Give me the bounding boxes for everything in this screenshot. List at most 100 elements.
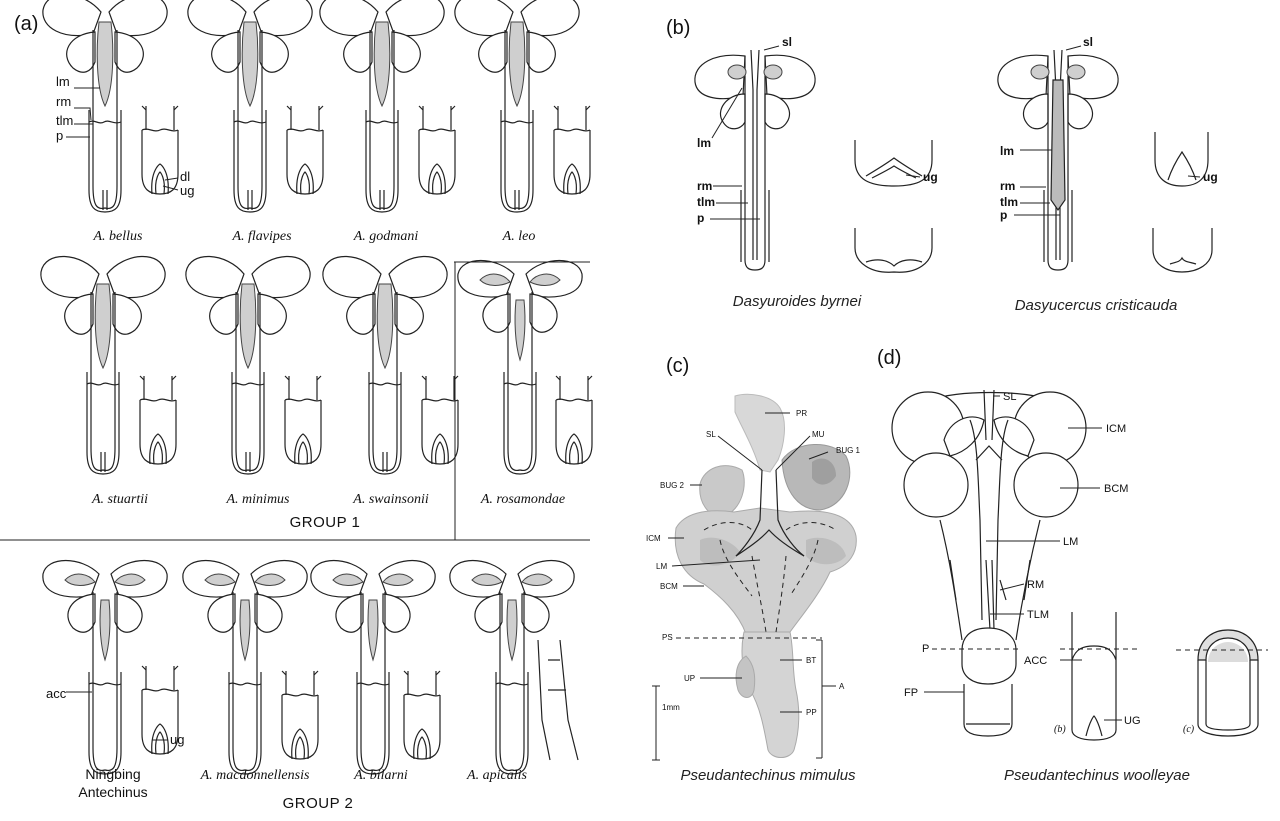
d-label-bcm: BCM — [1104, 483, 1128, 495]
c-label-bug2: BUG 2 — [660, 481, 685, 490]
a-specimen-macdonnellensis — [182, 559, 319, 775]
a-specimen-godmani — [319, 0, 456, 213]
a-species-macdonnellensis: A. macdonnellensis — [200, 768, 310, 783]
a-group-2-label: GROUP 2 — [283, 795, 354, 812]
c-label-sl: SL — [706, 430, 716, 439]
d-label-fp: FP — [904, 687, 918, 699]
a-leader-dl — [164, 177, 179, 181]
d-leader-rm — [999, 583, 1025, 591]
d-species: Pseudantechinus woolleyae — [1004, 767, 1190, 784]
c-label-bcm: BCM — [660, 582, 678, 591]
c-label-scale: 1mm — [662, 703, 680, 712]
c-scale-bar — [652, 685, 660, 761]
c-label-ps: PS — [662, 633, 673, 642]
c-specimen-photo — [674, 393, 857, 758]
panel-a-letter: (a) — [14, 13, 38, 35]
a-specimen-swainsonii — [322, 255, 459, 475]
d-label-sl: SL — [1003, 391, 1016, 403]
d-label-icm: ICM — [1106, 423, 1126, 435]
a-species-leo: A. leo — [502, 229, 536, 244]
b-specimen-dasyuroides — [694, 49, 933, 273]
panel-b-letter: (b) — [666, 17, 690, 39]
b-leader-ug-left — [905, 174, 921, 178]
b-label-p-left: p — [697, 211, 704, 225]
a-species-ningbing-line1: Ningbing — [85, 766, 140, 782]
c-label-up: UP — [684, 674, 695, 683]
b-leader-ug-right — [1187, 175, 1201, 178]
b-label-sl-left: sl — [782, 35, 792, 49]
a-species-minimus: A. minimus — [226, 492, 291, 507]
panel-d: (d) — [877, 347, 1268, 784]
a-label-dl: dl — [180, 169, 190, 184]
c-label-mu: MU — [812, 430, 825, 439]
b-label-ug-right: ug — [1203, 170, 1218, 184]
b-label-p-right: p — [1000, 208, 1007, 222]
panel-d-letter: (d) — [877, 347, 901, 369]
a-label-rm: rm — [56, 94, 71, 109]
a-label-acc: acc — [46, 686, 67, 701]
a-group-1-label: GROUP 1 — [290, 514, 361, 531]
a-species-flavipes: A. flavipes — [231, 229, 292, 244]
c-label-pp: PP — [806, 708, 817, 717]
d-label-tlm: TLM — [1027, 609, 1049, 621]
a-species-bilarni: A. bilarni — [353, 768, 408, 783]
d-label-sub-c: (c) — [1183, 724, 1195, 735]
a-species-godmani: A. godmani — [353, 229, 419, 244]
c-leader-mu — [775, 435, 811, 471]
b-leader-lm-left — [711, 87, 743, 139]
d-label-acc: ACC — [1024, 655, 1047, 667]
a-leader-rm — [74, 107, 92, 121]
a-label-lm: lm — [56, 74, 70, 89]
c-label-lm: LM — [656, 562, 667, 571]
a-specimen-leo — [454, 0, 591, 213]
a-specimen-ningbing — [42, 559, 179, 775]
a-specimen-stuartii — [40, 255, 177, 475]
d-label-p: P — [922, 643, 929, 655]
panel-c: (c) PR SL — [646, 355, 861, 784]
a-specimen-flavipes — [187, 0, 324, 213]
b-leader-sl-left — [763, 45, 780, 51]
c-species: Pseudantechinus mimulus — [680, 767, 856, 784]
a-species-apicalis: A. apicalis — [466, 768, 527, 783]
a-specimen-minimus — [185, 255, 322, 475]
b-species-dasyucercus: Dasyucercus cristicauda — [1015, 297, 1178, 314]
c-label-pr: PR — [796, 409, 807, 418]
a-specimen-apicalis — [449, 559, 579, 775]
c-leader-bug1 — [808, 451, 829, 460]
c-label-icm: ICM — [646, 534, 661, 543]
a-label-ug-row3: ug — [170, 732, 184, 747]
a-label-tlm: tlm — [56, 113, 73, 128]
c-label-bt: BT — [806, 656, 816, 665]
d-label-rm: RM — [1027, 579, 1044, 591]
b-label-rm-left: rm — [697, 179, 712, 193]
d-label-lm: LM — [1063, 536, 1078, 548]
b-label-ug-left: ug — [923, 170, 938, 184]
b-label-tlm-left: tlm — [697, 195, 715, 209]
b-label-lm-right: lm — [1000, 144, 1014, 158]
a-species-swainsonii: A. swainsonii — [352, 492, 429, 507]
a-label-ug: ug — [180, 183, 194, 198]
c-label-a: A — [839, 682, 845, 691]
d-label-sub-b: (b) — [1054, 724, 1066, 735]
a-specimen-rosamondae — [457, 259, 593, 475]
b-species-dasyuroides: Dasyuroides byrnei — [733, 293, 862, 310]
b-label-lm-left: lm — [697, 136, 711, 150]
a-leader-ug — [162, 185, 179, 191]
a-species-rosamondae: A. rosamondae — [480, 492, 565, 507]
b-specimen-dasyucercus — [997, 49, 1213, 273]
panel-a: (a) lm rm tlm p dl ug A. bellus — [0, 0, 593, 812]
c-leader-lm — [671, 559, 761, 567]
a-label-p: p — [56, 128, 63, 143]
c-bracket-a — [816, 639, 836, 759]
b-leader-sl-right — [1065, 45, 1082, 51]
a-species-stuartii: A. stuartii — [91, 492, 148, 507]
a-species-bellus: A. bellus — [93, 229, 144, 244]
b-label-tlm-right: tlm — [1000, 195, 1018, 209]
panel-b: (b) sl lm rm tlm p ug — [666, 17, 1218, 314]
panel-c-letter: (c) — [666, 355, 689, 377]
a-species-ningbing-line2: Antechinus — [78, 784, 147, 800]
c-label-bug1: BUG 1 — [836, 446, 861, 455]
b-label-rm-right: rm — [1000, 179, 1015, 193]
